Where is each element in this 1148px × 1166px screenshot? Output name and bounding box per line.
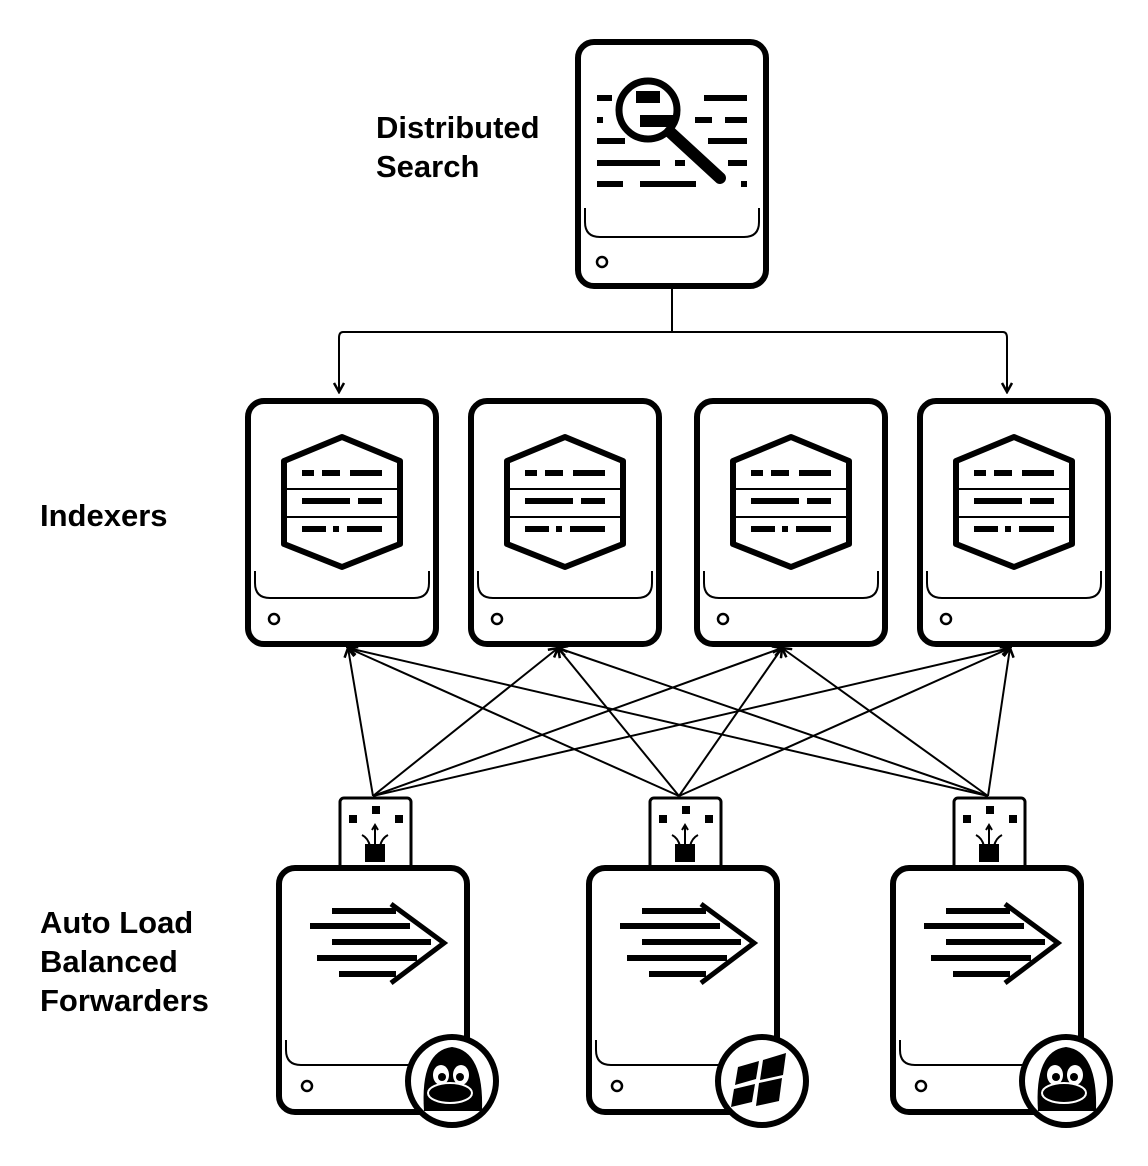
forward-arrow-icon (924, 901, 1063, 985)
power-led-icon (914, 1079, 928, 1093)
forwarder-to-indexer-arrow (558, 648, 680, 797)
forwarder-to-indexer-arrow (348, 648, 374, 797)
forwarder-to-indexer-arrow (987, 648, 1010, 797)
index-database-icon (504, 434, 626, 570)
search-document-icon (597, 91, 747, 187)
label-indexers: Indexers (40, 498, 168, 533)
forwarder-to-indexer-arrow (372, 648, 782, 797)
forwarder-to-indexer-arrow (782, 648, 989, 797)
index-database-icon (281, 434, 403, 570)
forward-arrow-icon (310, 901, 449, 985)
forwarder-to-indexer-arrow (348, 648, 989, 797)
label-distributed-search: Distributed Search (376, 110, 540, 184)
linux-os-icon (1019, 1034, 1113, 1128)
search-connector (339, 288, 1007, 392)
forwarder-module-icon (338, 796, 413, 872)
forward-arrow-icon (620, 901, 759, 985)
forwarder-to-indexer-arrow (558, 648, 989, 797)
connector-arrow-left (339, 331, 672, 392)
power-led-icon (267, 612, 281, 626)
power-led-icon (490, 612, 504, 626)
index-database-icon (730, 434, 852, 570)
power-led-icon (595, 255, 609, 269)
forwarder-server (586, 796, 809, 1128)
forwarder-server (890, 796, 1113, 1128)
forwarder-to-indexer-arrow (678, 648, 782, 797)
power-led-icon (716, 612, 730, 626)
indexer-server (468, 398, 662, 647)
magnifier-icon (615, 77, 726, 184)
forwarder-module-icon (648, 796, 723, 872)
windows-os-icon (715, 1034, 809, 1128)
power-led-icon (610, 1079, 624, 1093)
linux-os-icon (405, 1034, 499, 1128)
forwarder-to-indexer-arrow (372, 648, 1010, 797)
power-led-icon (939, 612, 953, 626)
search-head-server (575, 39, 769, 289)
indexer-server (917, 398, 1111, 647)
power-led-icon (300, 1079, 314, 1093)
index-database-icon (953, 434, 1075, 570)
forwarder-module-icon (952, 796, 1027, 872)
indexer-server (694, 398, 888, 647)
label-forwarders: Auto Load Balanced Forwarders (40, 905, 209, 1018)
indexer-server (245, 398, 439, 647)
forwarder-server (276, 796, 499, 1128)
forwarder-arrows (348, 648, 1010, 797)
connector-arrow-right (672, 331, 1007, 392)
forwarder-to-indexer-arrow (348, 648, 680, 797)
forwarder-to-indexer-arrow (678, 648, 1010, 797)
forwarder-to-indexer-arrow (372, 648, 558, 797)
